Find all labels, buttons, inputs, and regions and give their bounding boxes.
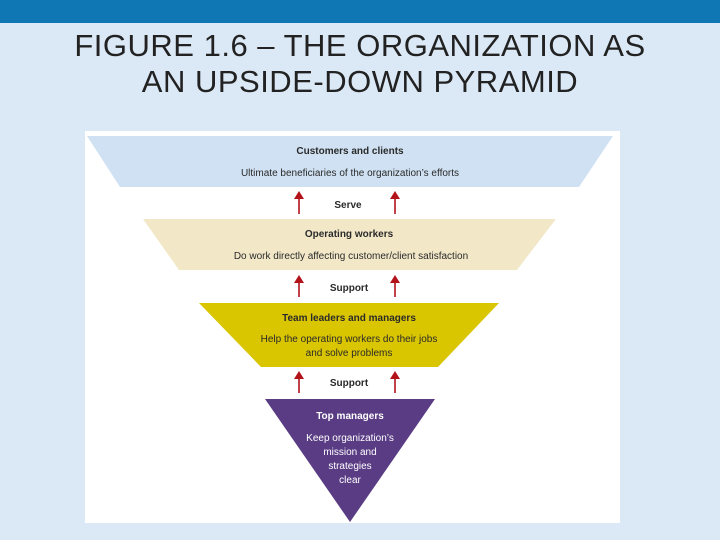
tier-top-description-line-1: Keep organization’s [306, 433, 394, 444]
connector-support-2: Support [294, 371, 400, 393]
connector-serve-label: Serve [334, 200, 362, 211]
upside-down-pyramid-diagram: Customers and clients Ultimate beneficia… [87, 136, 613, 522]
figure-panel: Customers and clients Ultimate beneficia… [85, 131, 620, 523]
tier-top-heading: Top managers [316, 411, 384, 422]
tier-team-heading: Team leaders and managers [282, 313, 416, 324]
tier-top-description-line-2: mission and [323, 447, 376, 458]
connector-support-2-label: Support [330, 378, 369, 389]
tier-top-description-line-3: strategies [328, 461, 371, 472]
connector-serve: Serve [294, 191, 400, 214]
slide-title: FIGURE 1.6 – THE ORGANIZATION AS AN UPSI… [0, 28, 720, 100]
tier-team-description-line-1: Help the operating workers do their jobs [261, 334, 438, 345]
tier-top-description-line-4: clear [339, 475, 361, 486]
slide-title-line-1: FIGURE 1.6 – THE ORGANIZATION AS [74, 28, 646, 63]
tier-team-band [199, 303, 499, 367]
connector-support-1-label: Support [330, 283, 369, 294]
tier-operating-heading: Operating workers [305, 229, 394, 240]
top-accent-bar [0, 0, 720, 23]
slide-title-line-2: AN UPSIDE-DOWN PYRAMID [141, 64, 579, 99]
tier-customers-band [87, 136, 613, 187]
tier-customers-description: Ultimate beneficiaries of the organizati… [241, 168, 459, 179]
tier-top-band [265, 399, 435, 522]
connector-support-1: Support [294, 275, 400, 297]
tier-team-description-line-2: and solve problems [306, 348, 393, 359]
tier-customers-heading: Customers and clients [296, 146, 404, 157]
tier-operating-band [143, 219, 556, 270]
tier-operating-description: Do work directly affecting customer/clie… [234, 251, 468, 262]
